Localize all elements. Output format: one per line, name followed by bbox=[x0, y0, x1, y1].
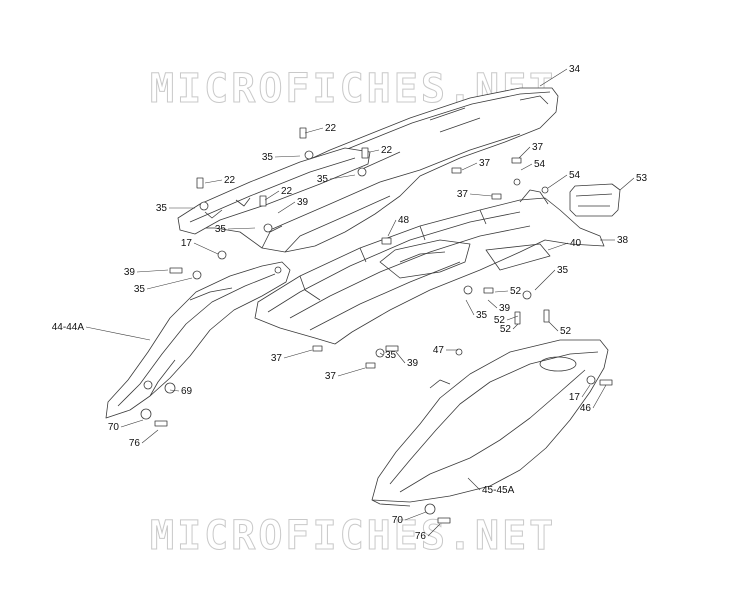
part-label-p53: 53 bbox=[636, 173, 648, 184]
leader-line-p52b bbox=[506, 315, 519, 321]
leader-line-p35f bbox=[146, 277, 193, 290]
part-label-p22b: 22 bbox=[381, 145, 393, 156]
leader-line-p35e bbox=[534, 269, 556, 291]
leader-line-p35h bbox=[379, 352, 384, 356]
leader-line-p35d bbox=[227, 227, 256, 230]
part-label-p17a: 17 bbox=[181, 238, 193, 249]
leader-line-p54a bbox=[520, 163, 533, 171]
part-label-p40: 40 bbox=[570, 238, 582, 249]
part-label-p34: 34 bbox=[569, 64, 581, 75]
part-label-p39d: 39 bbox=[407, 358, 419, 369]
part-label-p52d: 52 bbox=[560, 326, 572, 337]
leader-line-p34 bbox=[539, 68, 568, 87]
leader-line-p37a bbox=[518, 146, 531, 159]
leader-line-p35b bbox=[329, 174, 356, 180]
part-label-p52a: 52 bbox=[510, 286, 522, 297]
part-label-p35g: 35 bbox=[476, 310, 488, 321]
part-label-p70b: 70 bbox=[392, 515, 404, 526]
leader-line-p70b bbox=[404, 511, 427, 521]
part-label-p48: 48 bbox=[398, 215, 410, 226]
part-label-p37c: 37 bbox=[457, 189, 469, 200]
part-label-p37e: 37 bbox=[325, 371, 337, 382]
part-label-p37d: 37 bbox=[271, 353, 283, 364]
leader-line-p37b bbox=[461, 162, 478, 171]
part-label-p35c: 35 bbox=[156, 203, 168, 214]
part-label-p76a: 76 bbox=[129, 438, 141, 449]
leader-line-p39a bbox=[277, 201, 296, 214]
leader-line-p17b bbox=[581, 384, 591, 398]
leader-line-p37e bbox=[337, 367, 366, 377]
fasteners bbox=[140, 127, 613, 524]
part-label-p47: 47 bbox=[433, 345, 445, 356]
watermark-bottom: MICROFICHES.NET bbox=[149, 513, 557, 560]
leader-line-p22b bbox=[369, 149, 380, 153]
leader-line-p52c bbox=[512, 323, 519, 330]
leader-line-p54b bbox=[547, 174, 568, 189]
part-label-p37a: 37 bbox=[532, 142, 544, 153]
leader-line-p45 bbox=[467, 477, 481, 491]
leader-line-p39c bbox=[487, 299, 498, 309]
leader-line-p22a bbox=[304, 127, 324, 134]
rear-reflector-part bbox=[569, 183, 621, 217]
seat-part bbox=[182, 87, 559, 253]
leader-line-p69 bbox=[169, 389, 180, 392]
part-label-p35e: 35 bbox=[557, 265, 569, 276]
part-label-p22c: 22 bbox=[224, 175, 236, 186]
part-label-p35b: 35 bbox=[317, 174, 329, 185]
part-label-p39b: 39 bbox=[124, 267, 136, 278]
part-label-p76b: 76 bbox=[415, 531, 427, 542]
leader-line-p76b bbox=[427, 523, 441, 537]
part-labels: 34 22 35 22 35 22 35 22 39 35 37 37 54 37 54 53 48 17 38 40… bbox=[52, 64, 648, 542]
part-label-p69: 69 bbox=[181, 386, 193, 397]
leader-line-p44 bbox=[85, 326, 151, 341]
part-label-p52c: 52 bbox=[500, 324, 512, 335]
leader-line-p37d bbox=[283, 349, 313, 359]
part-label-p70a: 70 bbox=[108, 422, 120, 433]
part-label-p35a: 35 bbox=[262, 152, 274, 163]
leader-line-p52a bbox=[494, 290, 509, 293]
part-label-p54b: 54 bbox=[569, 170, 581, 181]
leader-line-p40 bbox=[547, 242, 569, 251]
leader-line-p48 bbox=[387, 219, 397, 237]
part-label-p37b: 37 bbox=[479, 158, 491, 169]
inner-frame-cover bbox=[254, 189, 605, 345]
part-label-p39a: 39 bbox=[297, 197, 309, 208]
part-label-p45: 45-45A bbox=[482, 485, 515, 496]
leader-line-p70a bbox=[120, 419, 144, 428]
leader-line-p22c bbox=[204, 179, 223, 184]
leader-line-p52d bbox=[548, 321, 559, 332]
leader-line-p39b bbox=[136, 269, 169, 273]
leader-line-p46 bbox=[592, 384, 607, 409]
part-label-p39c: 39 bbox=[499, 303, 511, 314]
leader-line-p53 bbox=[619, 177, 635, 191]
left-side-panel bbox=[105, 261, 291, 419]
part-label-p46: 46 bbox=[580, 403, 592, 414]
right-side-panel bbox=[371, 339, 609, 507]
part-label-p52b: 52 bbox=[494, 315, 506, 326]
part-label-p54a: 54 bbox=[534, 159, 546, 170]
part-label-p38: 38 bbox=[617, 235, 629, 246]
part-label-p35h: 35 bbox=[385, 350, 397, 361]
part-label-p17b: 17 bbox=[569, 392, 581, 403]
part-label-p22d: 22 bbox=[281, 186, 293, 197]
leader-line-p35g bbox=[465, 299, 475, 316]
leader-line-p39d bbox=[395, 351, 406, 364]
leader-line-p17a bbox=[193, 242, 219, 255]
leader-line-p22d bbox=[264, 190, 280, 201]
leader-line-p76a bbox=[141, 429, 159, 444]
part-label-p35d: 35 bbox=[215, 224, 227, 235]
leader-line-p35a bbox=[274, 155, 301, 158]
part-label-p22a: 22 bbox=[325, 123, 337, 134]
part-label-p35f: 35 bbox=[134, 284, 146, 295]
part-label-p44: 44-44A bbox=[52, 322, 85, 333]
leader-line-p37c bbox=[469, 193, 493, 197]
